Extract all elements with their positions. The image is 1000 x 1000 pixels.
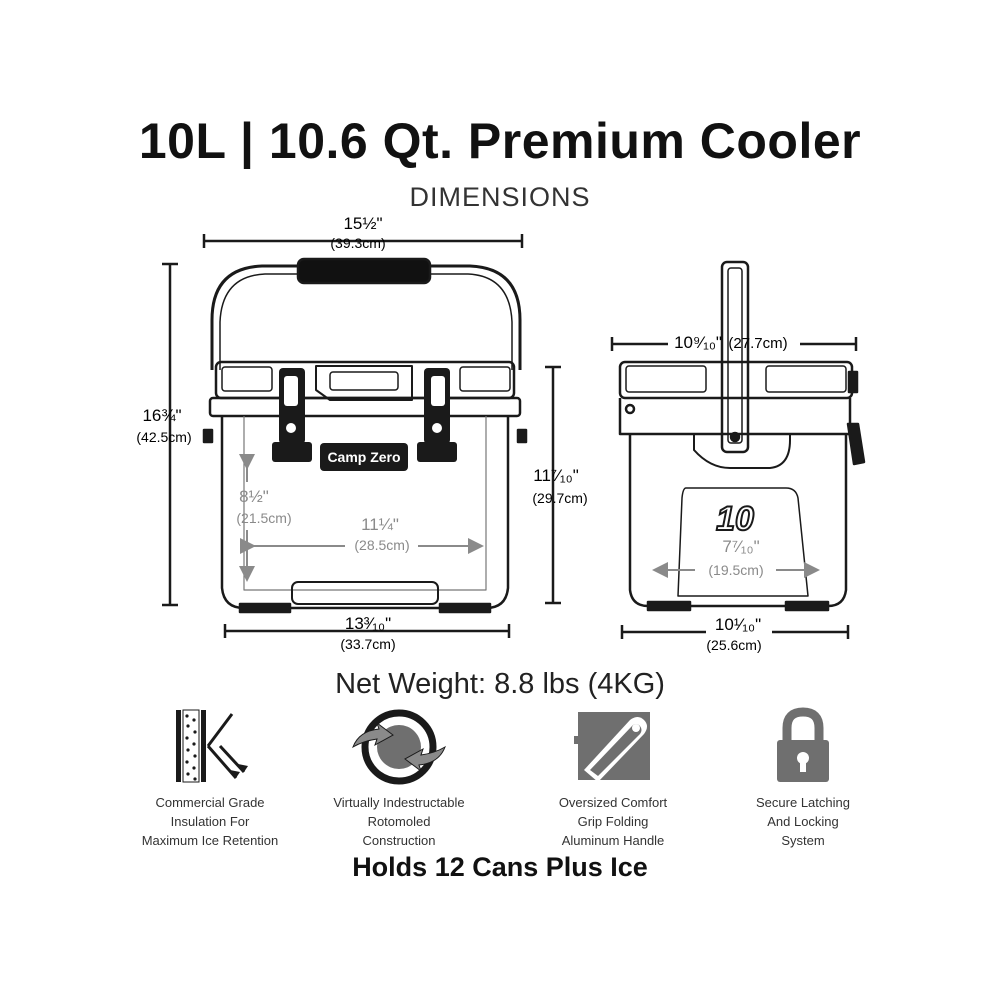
page-title: 10L | 10.6 Qt. Premium Cooler — [138, 113, 862, 169]
feature-insulation-line-3: Maximum Ice Retention — [141, 833, 279, 848]
feature-rotomold-line-2: Rotomoled — [367, 814, 431, 829]
body-height-imperial: 11⁷⁄₁₀" — [533, 466, 578, 485]
front-height-imperial: 16¾" — [142, 406, 181, 425]
interior-length-metric: (28.5cm) — [354, 537, 409, 553]
side-view-cooler — [618, 260, 866, 612]
body-height-metric: (29.7cm) — [532, 490, 587, 506]
size-badge: 10 — [716, 500, 754, 538]
rotomold-icon — [314, 705, 484, 787]
feature-lock-line-3: System — [781, 833, 825, 848]
padlock-icon — [718, 705, 888, 787]
front-latch-right — [417, 368, 457, 462]
feature-handle-line-2: Grip Folding — [577, 814, 649, 829]
feature-lock: Secure Latching And Locking System — [718, 705, 888, 850]
feature-handle: Oversized Comfort Grip Folding Aluminum … — [528, 705, 698, 850]
interior-depth-metric: (21.5cm) — [236, 510, 291, 526]
feature-insulation-line-2: Insulation For — [170, 814, 250, 829]
feature-lock-line-1: Secure Latching — [756, 795, 850, 810]
lid-depth-imperial: 10⁹⁄₁₀" — [674, 333, 722, 352]
feature-insulation-line-1: Commercial Grade — [155, 795, 265, 810]
feature-lock-line-2: And Locking — [767, 814, 839, 829]
front-interior-dims — [239, 454, 484, 582]
feature-insulation: Commercial Grade Insulation For Maximum … — [125, 705, 295, 850]
dimension-diagram: Camp Zero 15½" (39.3cm) 16¾" (42.5cm) 11… — [136, 214, 866, 653]
front-dimension-lines — [162, 234, 561, 638]
insulation-icon — [125, 705, 295, 787]
page-subtitle: DIMENSIONS — [409, 182, 591, 212]
brand-badge: Camp Zero — [320, 443, 408, 471]
capacity-text: Holds 12 Cans Plus Ice — [352, 852, 648, 882]
front-width-metric: (39.3cm) — [330, 235, 385, 251]
base-width-imperial: 13³⁄₁₀" — [345, 614, 391, 633]
net-weight: Net Weight: 8.8 lbs (4KG) — [335, 668, 665, 700]
front-view-cooler — [202, 257, 528, 614]
feature-handle-line-1: Oversized Comfort — [558, 795, 668, 810]
feature-rotomold-line-1: Virtually Indestructable — [333, 795, 465, 810]
interior-width-metric: (19.5cm) — [708, 562, 763, 578]
front-height-metric: (42.5cm) — [136, 429, 191, 445]
feature-rotomold: Virtually Indestructable Rotomoled Const… — [314, 705, 484, 850]
base-depth-metric: (25.6cm) — [706, 637, 761, 653]
interior-length-imperial: 11¼" — [361, 515, 399, 534]
lid-depth-metric: (27.7cm) — [728, 335, 787, 352]
front-latch-left — [272, 368, 312, 462]
brand-badge-text: Camp Zero — [327, 449, 400, 465]
base-width-metric: (33.7cm) — [340, 636, 395, 652]
interior-depth-imperial: 8½" — [239, 487, 269, 506]
front-width-imperial: 15½" — [343, 214, 382, 233]
base-depth-imperial: 10¹⁄₁₀" — [715, 615, 761, 634]
interior-width-imperial: 7⁷⁄₁₀" — [722, 537, 759, 556]
handle-icon — [528, 705, 698, 787]
feature-handle-line-3: Aluminum Handle — [561, 833, 665, 848]
side-dimension-lines — [610, 337, 858, 639]
feature-rotomold-line-3: Construction — [362, 833, 436, 848]
